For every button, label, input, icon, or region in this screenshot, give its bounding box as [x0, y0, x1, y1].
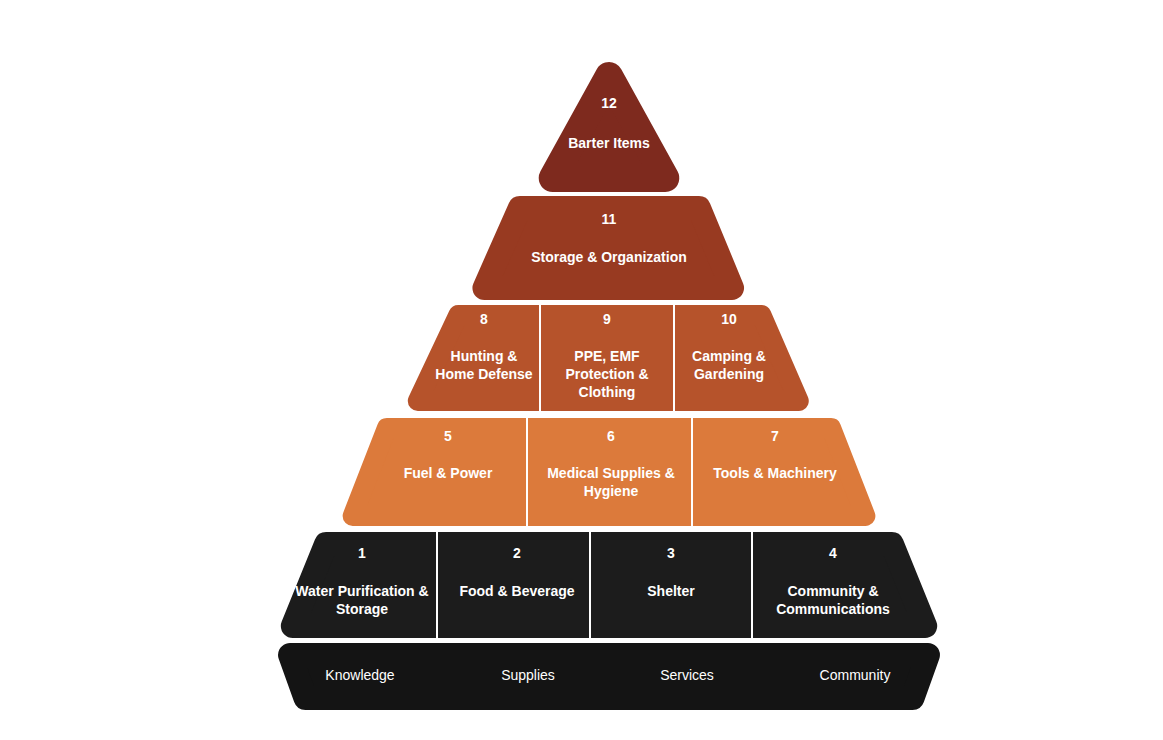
- segment-number: 11: [579, 210, 639, 228]
- segment-label: Hunting & Home Defense: [432, 347, 536, 383]
- text-slot: Food & Beverage: [447, 582, 587, 600]
- base-label: Community: [785, 666, 925, 684]
- text-slot: Supplies: [458, 666, 598, 684]
- text-slot: Knowledge: [290, 666, 430, 684]
- segment-number: 1: [332, 544, 392, 562]
- pyramid-segment: 3Shelter: [591, 532, 751, 638]
- text-slot: 4: [803, 544, 863, 562]
- tier-fill: [541, 315, 673, 401]
- tier-fill: [418, 315, 539, 401]
- segment-label: PPE, EMF Protection & Clothing: [551, 347, 663, 401]
- segment-label: Community & Communications: [768, 582, 898, 618]
- tier-fill: [290, 655, 928, 698]
- segment-number: 6: [581, 427, 641, 445]
- tier-fill: [753, 544, 925, 626]
- segment-label: Storage & Organization: [489, 248, 729, 266]
- segment-number: 2: [487, 544, 547, 562]
- text-slot: 3: [641, 544, 701, 562]
- segment-label: Water Purification & Storage: [292, 582, 432, 618]
- tier-shape: [529, 47, 689, 192]
- pyramid-segment: 9PPE, EMF Protection & Clothing: [541, 305, 673, 411]
- segment-number: 10: [699, 310, 759, 328]
- tier-fill: [591, 544, 751, 626]
- segment-label: Food & Beverage: [447, 582, 587, 600]
- tier-fill: [553, 76, 666, 178]
- text-slot: 12: [579, 94, 639, 112]
- text-slot: Camping & Gardening: [677, 347, 781, 383]
- text-slot: Fuel & Power: [373, 464, 523, 482]
- text-slot: PPE, EMF Protection & Clothing: [551, 347, 663, 401]
- pyramid-segment: 8Hunting & Home Defense: [402, 305, 539, 411]
- base-label: Knowledge: [290, 666, 430, 684]
- tier-fill: [438, 544, 589, 626]
- pyramid-segment: 5Fuel & Power: [338, 418, 526, 526]
- tier-fill: [353, 428, 526, 516]
- segment-number: 7: [745, 427, 805, 445]
- text-slot: 6: [581, 427, 641, 445]
- pyramid-segment: 10Camping & Gardening: [675, 305, 814, 411]
- segment-label: Fuel & Power: [373, 464, 523, 482]
- text-slot: 10: [699, 310, 759, 328]
- base-band: Knowledge Supplies Services Community: [273, 643, 945, 710]
- text-slot: 5: [418, 427, 478, 445]
- tier-fill: [484, 208, 732, 288]
- segment-label: Barter Items: [557, 134, 661, 152]
- text-slot: Community & Communications: [768, 582, 898, 618]
- segment-label: Camping & Gardening: [677, 347, 781, 383]
- text-slot: 7: [745, 427, 805, 445]
- text-slot: Tools & Machinery: [700, 464, 850, 482]
- segment-number: 9: [577, 310, 637, 328]
- segment-label: Tools & Machinery: [700, 464, 850, 482]
- tier-fill: [693, 428, 865, 516]
- text-slot: 9: [577, 310, 637, 328]
- text-slot: Storage & Organization: [489, 248, 729, 266]
- pyramid-segment: 6Medical Supplies & Hygiene: [528, 418, 691, 526]
- segment-number: 8: [454, 310, 514, 328]
- segment-label: Medical Supplies & Hygiene: [541, 464, 681, 500]
- text-slot: Services: [617, 666, 757, 684]
- text-slot: 8: [454, 310, 514, 328]
- pyramid-segment: 4Community & Communications: [753, 532, 943, 638]
- base-label: Services: [617, 666, 757, 684]
- pyramid-tier: 11Storage & Organization: [466, 196, 750, 300]
- segment-number: 4: [803, 544, 863, 562]
- text-slot: 2: [487, 544, 547, 562]
- pyramid-tier: 12Barter Items: [529, 47, 689, 192]
- text-slot: 11: [579, 210, 639, 228]
- segment-number: 3: [641, 544, 701, 562]
- tier-fill: [675, 315, 799, 401]
- text-slot: Medical Supplies & Hygiene: [541, 464, 681, 500]
- text-slot: Barter Items: [557, 134, 661, 152]
- segment-label: Shelter: [601, 582, 741, 600]
- pyramid-segment: 2Food & Beverage: [438, 532, 589, 638]
- segment-number: 5: [418, 427, 478, 445]
- segment-number: 12: [579, 94, 639, 112]
- text-slot: Water Purification & Storage: [292, 582, 432, 618]
- base-label: Supplies: [458, 666, 598, 684]
- text-slot: Shelter: [601, 582, 741, 600]
- tier-fill: [293, 544, 436, 626]
- text-slot: Community: [785, 666, 925, 684]
- pyramid-segment: 1Water Purification & Storage: [275, 532, 436, 638]
- tier-fill: [528, 428, 691, 516]
- text-slot: Hunting & Home Defense: [432, 347, 536, 383]
- text-slot: 1: [332, 544, 392, 562]
- pyramid-segment: 7Tools & Machinery: [693, 418, 880, 526]
